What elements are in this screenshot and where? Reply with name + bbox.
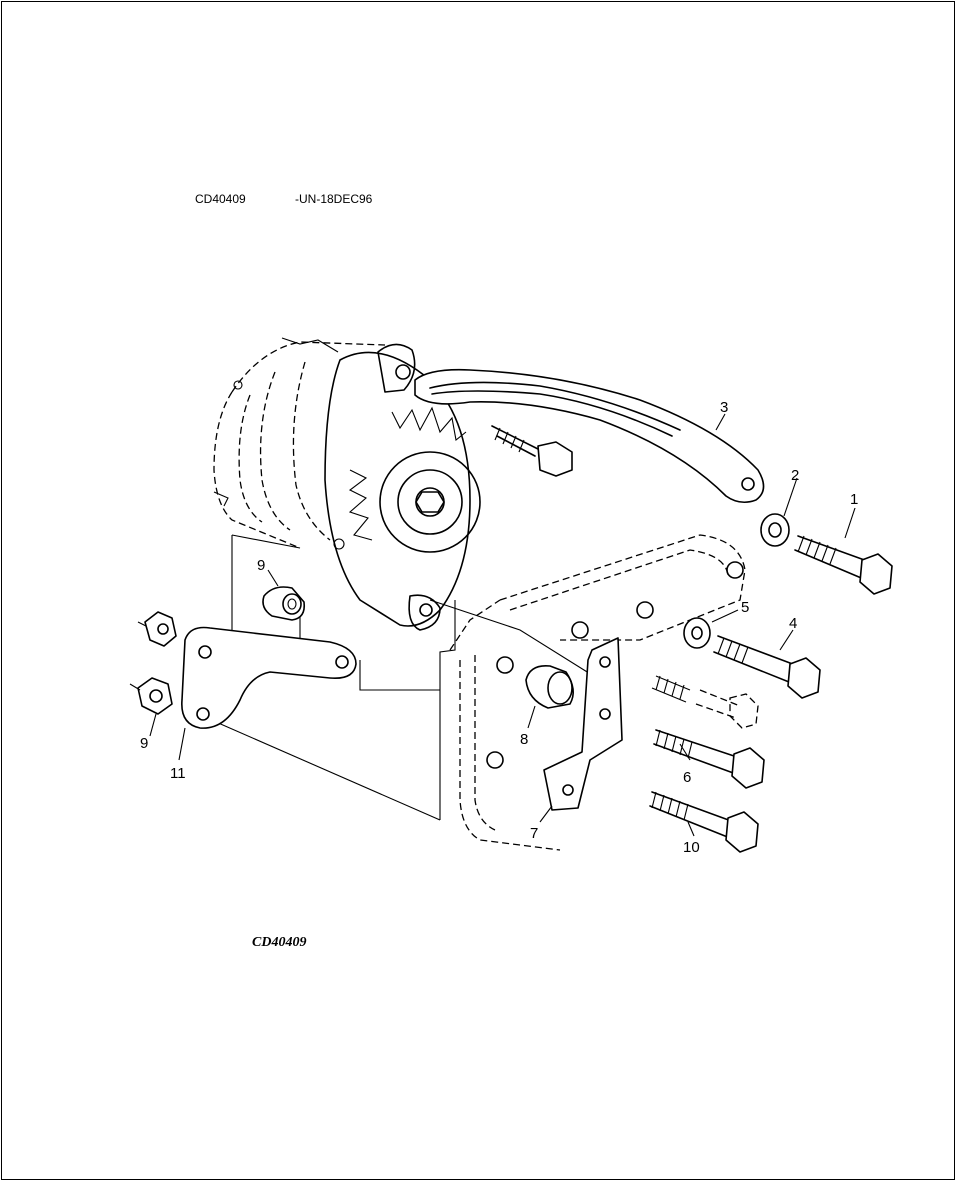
callout-leaders — [149, 413, 856, 837]
callout-10: 10 — [683, 839, 700, 856]
part-10-bolt — [649, 791, 759, 853]
support-bracket — [449, 534, 746, 851]
part-2-washer — [760, 513, 790, 547]
callout-9-top: 9 — [257, 557, 265, 574]
part-4-bolt — [713, 635, 821, 699]
callout-6: 6 — [683, 769, 691, 786]
header-part-code: CD40409 — [195, 192, 246, 206]
part-8-spacer — [525, 664, 574, 709]
stud-bolt — [651, 675, 759, 729]
part-5-washer — [683, 617, 711, 649]
part-1-bolt — [794, 535, 893, 595]
strap-bolt — [491, 425, 573, 477]
callout-2: 2 — [791, 467, 799, 484]
part-9-nuts-left — [129, 611, 177, 715]
part-6-bolt — [653, 729, 765, 789]
alternator — [213, 337, 481, 631]
callout-3: 3 — [720, 399, 728, 416]
callout-1: 1 — [850, 491, 858, 508]
callout-4: 4 — [789, 615, 797, 632]
header-stamp: -UN-18DEC96 — [295, 192, 373, 206]
callout-11: 11 — [170, 765, 186, 782]
callout-5: 5 — [741, 599, 749, 616]
callout-8: 8 — [520, 731, 528, 748]
figure-caption: CD40409 — [252, 935, 307, 950]
callout-7: 7 — [530, 825, 538, 842]
part-9-spacer-top — [262, 586, 306, 621]
mounting-plane-lines — [199, 534, 601, 821]
callout-numbers: 1 2 3 4 5 6 7 8 9 9 10 11 — [140, 399, 858, 856]
part-7-strap — [543, 637, 623, 811]
part-11-bracket — [181, 626, 357, 729]
part-3-adjusting-strap — [414, 368, 765, 504]
callout-9-left: 9 — [140, 735, 148, 752]
